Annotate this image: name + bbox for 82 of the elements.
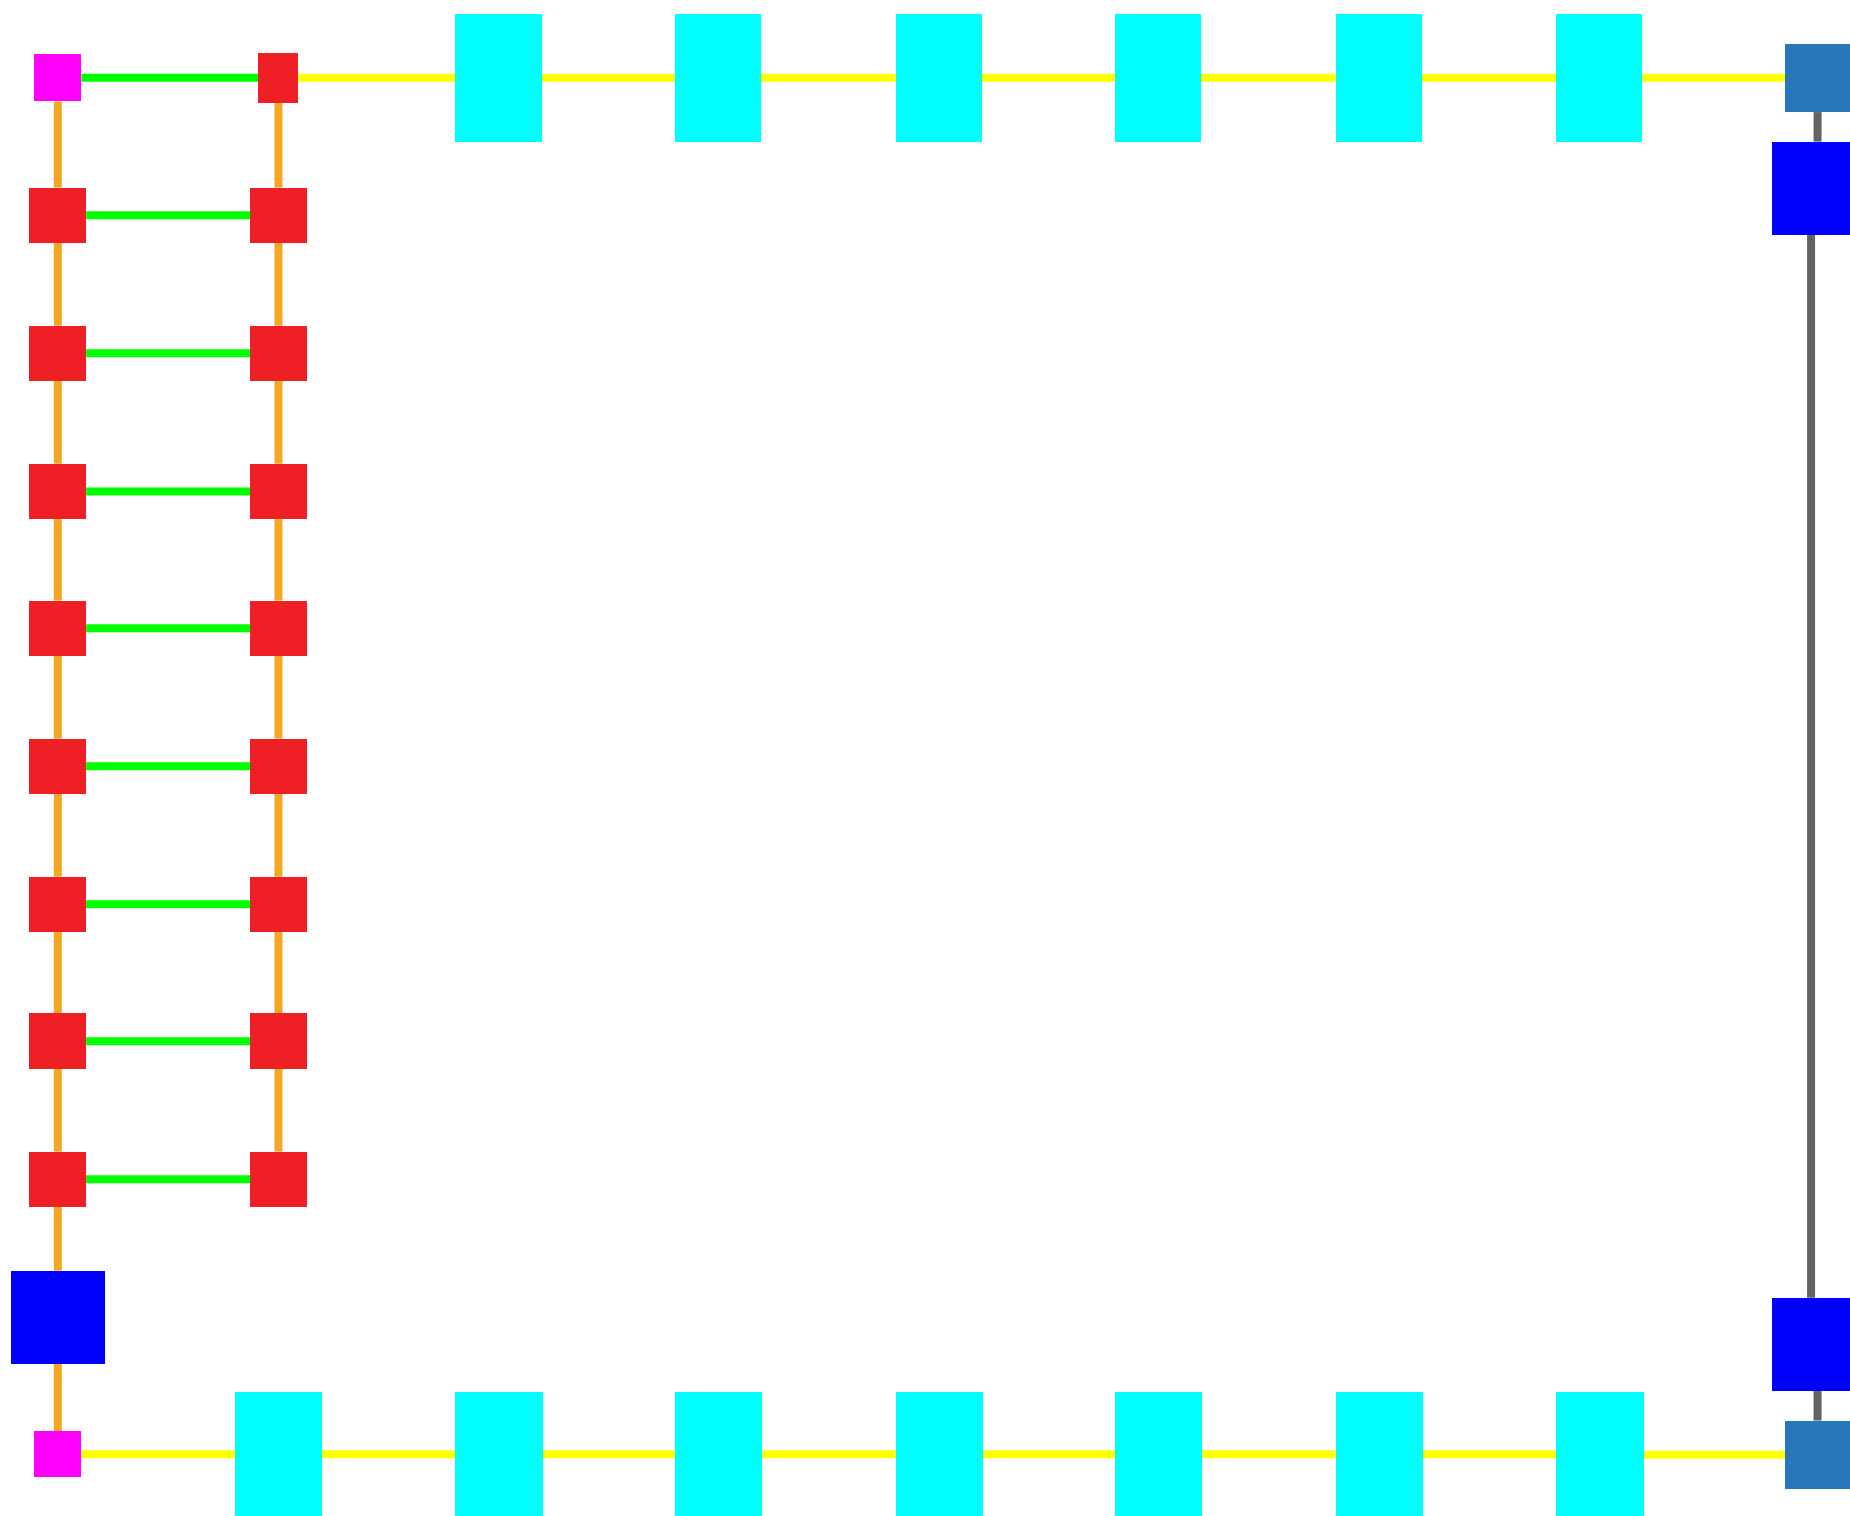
square-node (1785, 1420, 1850, 1489)
connector-line (274, 519, 283, 601)
connector-line (86, 762, 251, 771)
square-node (250, 325, 307, 382)
connector-line (982, 1450, 1115, 1459)
connector-line (1643, 1450, 1786, 1459)
connector-line (86, 1037, 251, 1046)
connector-line (274, 656, 283, 739)
square-node (250, 187, 307, 244)
connector-line (53, 243, 62, 326)
square-node (1772, 1297, 1850, 1392)
connector-line (761, 73, 896, 82)
connector-line (274, 102, 283, 188)
connector-line (1807, 234, 1816, 1298)
connector-line (1202, 1450, 1336, 1459)
square-node (455, 14, 542, 142)
connector-line (274, 381, 283, 464)
connector-line (541, 73, 675, 82)
square-node (455, 1392, 543, 1516)
connector-line (86, 487, 251, 496)
square-node (29, 1013, 87, 1069)
connector-line (981, 73, 1115, 82)
connector-line (542, 1450, 675, 1459)
connector-line (86, 211, 251, 220)
square-node (674, 14, 761, 142)
square-node (1785, 43, 1850, 113)
connector-line (274, 243, 283, 326)
square-node (1335, 1392, 1423, 1516)
square-node (29, 876, 87, 933)
connector-line (86, 1175, 251, 1184)
square-node (29, 600, 87, 656)
connector-line (53, 519, 62, 601)
square-node (895, 14, 982, 142)
connector-line (53, 1068, 62, 1152)
connector-line (86, 624, 251, 633)
square-node (1114, 1392, 1203, 1516)
connector-line (53, 932, 62, 1014)
square-node (29, 463, 87, 520)
square-node (895, 1392, 983, 1516)
connector-line (1813, 1391, 1822, 1421)
connector-line (274, 932, 283, 1014)
connector-line (322, 1450, 456, 1459)
square-node (258, 53, 299, 103)
connector-line (298, 73, 456, 82)
connector-line (53, 1207, 62, 1271)
square-node (674, 1392, 763, 1516)
connector-line (53, 101, 62, 188)
connector-line (762, 1450, 896, 1459)
square-node (1772, 141, 1850, 235)
square-node (34, 1431, 82, 1478)
connector-line (1422, 1450, 1557, 1459)
connector-line (1201, 73, 1336, 82)
square-node (29, 738, 87, 794)
square-node (250, 876, 307, 933)
square-node (29, 187, 87, 244)
connector-line (1421, 73, 1557, 82)
connector-line (274, 794, 283, 877)
square-node (250, 600, 307, 656)
square-node (250, 738, 307, 794)
connector-line (81, 73, 259, 82)
square-node (234, 1392, 323, 1516)
square-node (250, 463, 307, 520)
square-node (10, 1270, 105, 1364)
square-node (250, 1013, 307, 1069)
connector-line (53, 794, 62, 877)
square-node (34, 54, 82, 102)
square-node (1114, 14, 1202, 142)
connector-line (86, 349, 251, 358)
square-node (1556, 14, 1643, 142)
square-node (1335, 14, 1422, 142)
connector-line (1642, 73, 1786, 82)
square-node (250, 1151, 307, 1207)
connector-line (53, 1363, 62, 1432)
square-node (1556, 1392, 1644, 1516)
connector-line (53, 656, 62, 739)
square-node (29, 1151, 87, 1207)
connector-line (53, 381, 62, 464)
connector-line (81, 1450, 235, 1459)
connector-line (86, 900, 251, 909)
connector-line (1813, 112, 1822, 142)
square-node (29, 325, 87, 382)
connector-line (274, 1068, 283, 1152)
